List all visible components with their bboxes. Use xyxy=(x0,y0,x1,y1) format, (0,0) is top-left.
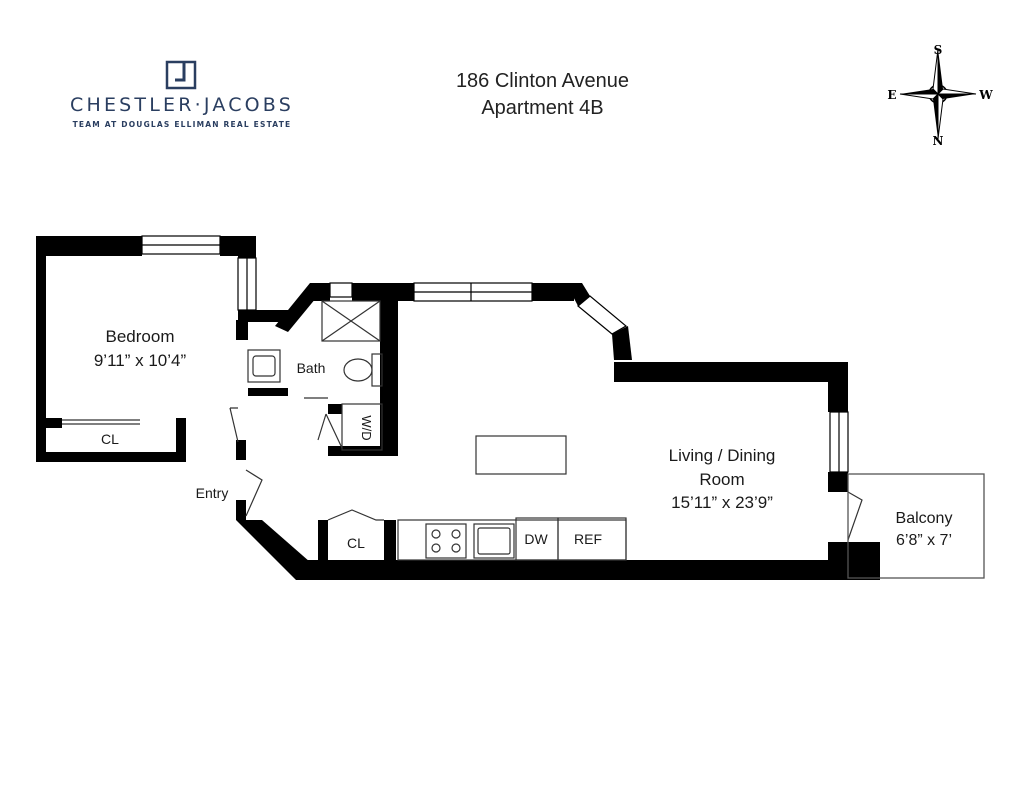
fixtures xyxy=(62,300,863,561)
compass-west-label: W xyxy=(978,88,993,102)
dishwasher-label: DW xyxy=(524,531,548,547)
logo-mark-icon xyxy=(165,60,197,90)
washer-dryer-label: W/D xyxy=(359,415,374,440)
unit-line: Apartment 4B xyxy=(481,97,604,119)
refrigerator-label: REF xyxy=(574,531,602,547)
bath-label: Bath xyxy=(297,360,326,376)
balcony xyxy=(847,473,985,579)
shower-icon xyxy=(321,300,381,342)
address-line: 186 Clinton Avenue xyxy=(455,70,630,92)
bedroom-label: Bedroom xyxy=(106,327,175,346)
entry-label: Entry xyxy=(196,485,229,501)
bedroom-size: 9’11” x 10’4” xyxy=(94,351,187,370)
bedroom-closet-label: CL xyxy=(101,431,119,447)
toilet-icon xyxy=(343,358,373,382)
kitchen-sink-icon xyxy=(473,523,515,559)
compass-north-label: N xyxy=(933,134,944,148)
living-size: 15’11” x 23’9” xyxy=(671,493,773,512)
brand-tagline: TEAM AT DOUGLAS ELLIMAN REAL ESTATE xyxy=(72,120,292,129)
exterior-walls xyxy=(36,236,880,580)
kitchen-island xyxy=(475,435,567,475)
brand-name: CHESTLER·JACOBS xyxy=(70,94,294,116)
entry-closet-label: CL xyxy=(347,535,365,551)
washer-dryer-box xyxy=(341,403,383,451)
compass-south-label: S xyxy=(934,43,943,57)
balcony-size: 6’8” x 7’ xyxy=(896,532,952,549)
living-label-line1: Living / Dining xyxy=(669,446,776,465)
living-label-line2: Room xyxy=(699,470,744,489)
plan-title: 186 Clinton Avenue Apartment 4B xyxy=(420,68,665,122)
stove-icon xyxy=(425,523,467,559)
balcony-label: Balcony xyxy=(896,510,953,527)
compass-east-label: E xyxy=(887,88,896,102)
windows xyxy=(141,235,849,473)
compass-rose-icon: S N E W xyxy=(887,43,993,148)
sink-icon xyxy=(247,349,281,383)
